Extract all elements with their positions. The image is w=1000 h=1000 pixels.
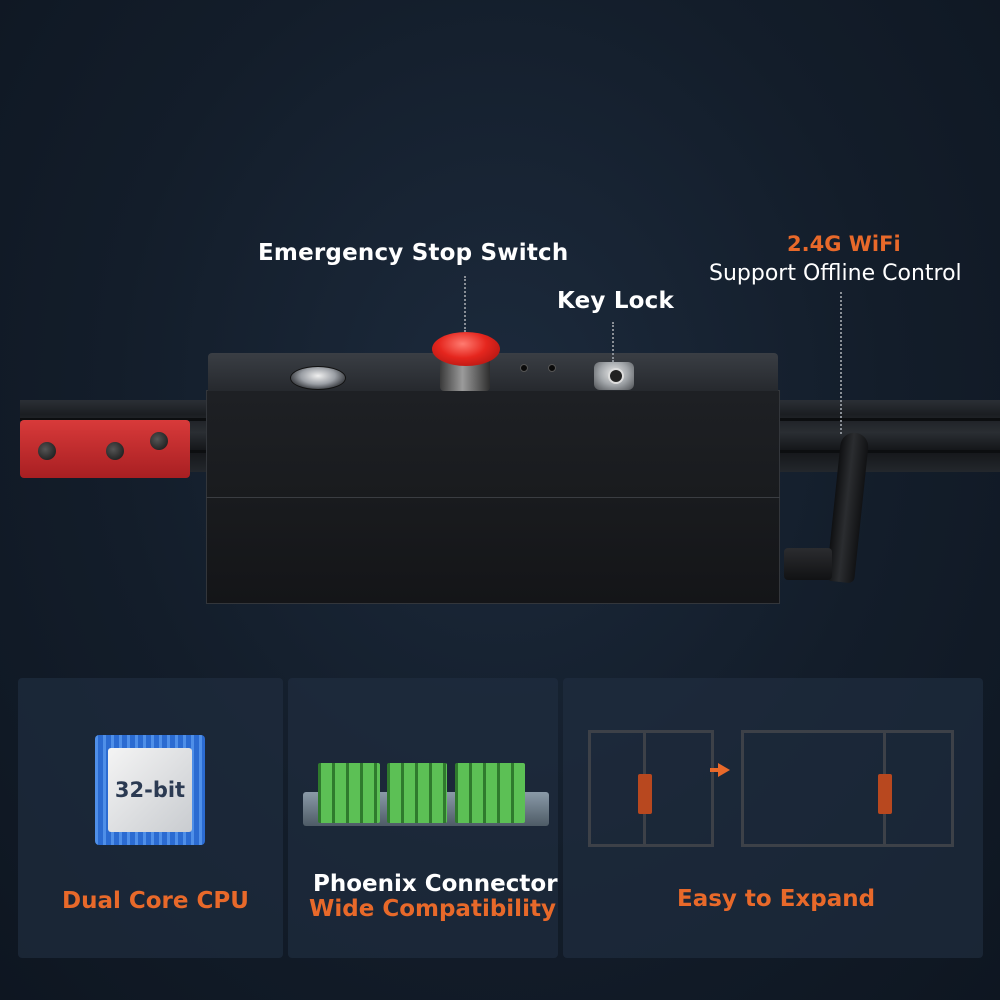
estop-leader-line (464, 276, 466, 332)
feature-title-expand: Easy to Expand (677, 886, 876, 912)
phoenix-connector-icon (455, 763, 525, 823)
key-lock-icon (608, 368, 624, 384)
indicator-led (548, 364, 556, 372)
laser-head-icon (878, 774, 892, 814)
indicator-led (520, 364, 528, 372)
screw (150, 432, 168, 450)
arrow-stem (710, 768, 720, 772)
keylock-leader-line (612, 322, 614, 362)
phoenix-connector-icon (318, 763, 380, 823)
antenna-connector (784, 548, 832, 580)
feature-card-expand (563, 678, 983, 958)
wifi-callout-subtitle: Support Offline Control (709, 261, 962, 286)
screw (106, 442, 124, 460)
screw (38, 442, 56, 460)
box-seam (206, 497, 780, 498)
engraver-frame-small (588, 730, 714, 847)
keylock-callout-label: Key Lock (557, 288, 675, 314)
feature-title-phoenix: Phoenix Connector (313, 871, 558, 897)
estop-callout-label: Emergency Stop Switch (258, 240, 569, 266)
laser-head-icon (638, 774, 652, 814)
wifi-callout-title: 2.4G WiFi (787, 232, 901, 256)
cpu-chip-label: 32-bit (108, 748, 192, 832)
engraver-frame-large (741, 730, 954, 847)
wifi-leader-line (840, 292, 842, 434)
feature-title-cpu: Dual Core CPU (62, 888, 249, 914)
phoenix-connector-icon (387, 763, 447, 823)
feature-subtitle-phoenix: Wide Compatibility (309, 896, 556, 922)
emergency-stop-button[interactable] (432, 332, 500, 366)
arrow-right-icon (718, 763, 730, 777)
power-button[interactable] (290, 366, 346, 390)
